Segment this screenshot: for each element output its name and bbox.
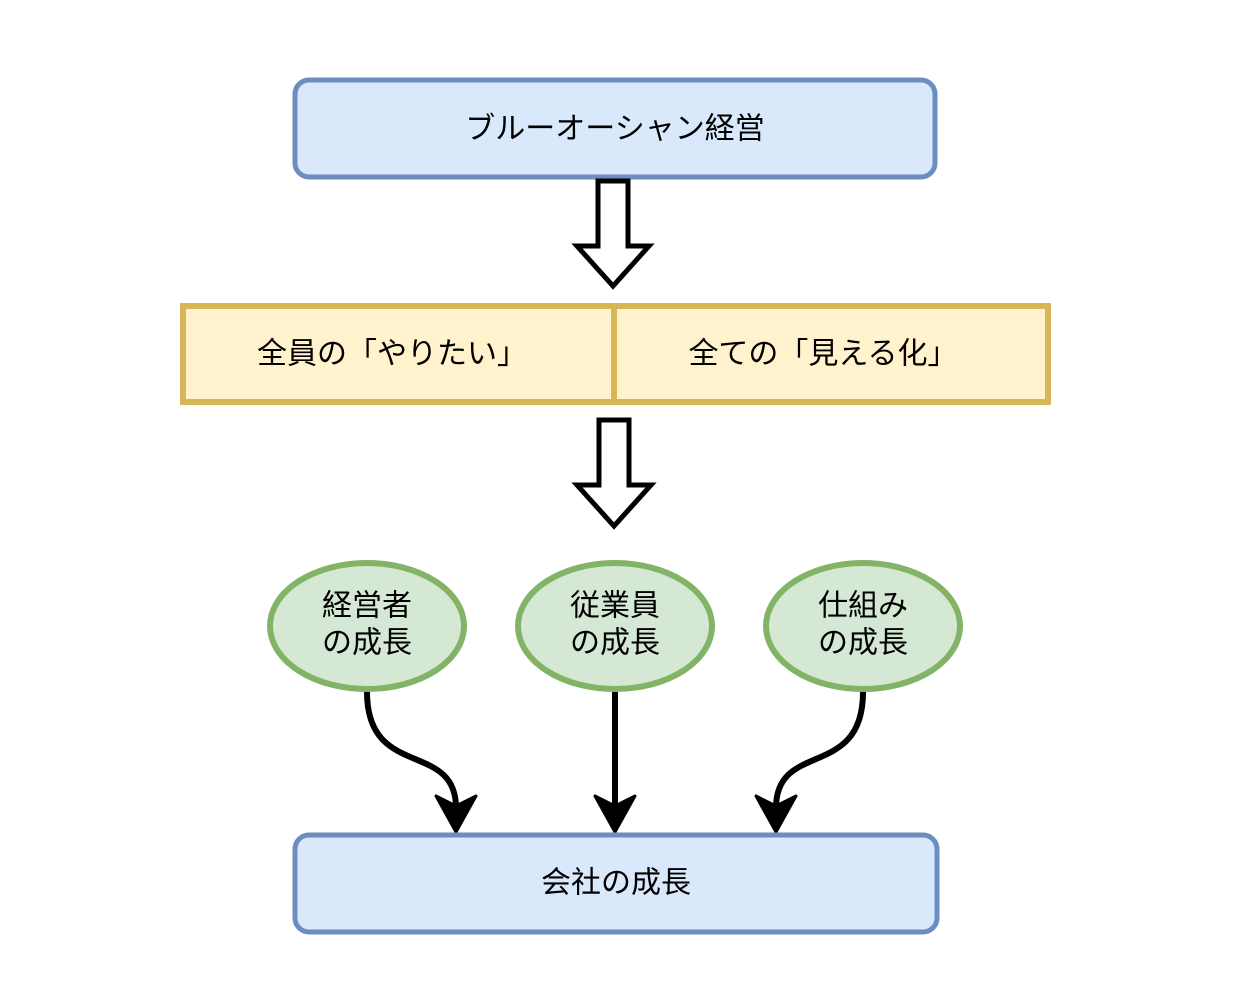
ellipse-node-executive-line1: 経営者 [322,589,412,624]
top-node-label: ブルーオーシャン経営 [465,112,764,147]
connector-left-line [364,691,459,809]
ellipse-node-system-shape [763,560,963,692]
hollow-arrow-2 [571,417,657,530]
ellipse-node-executive-line2: の成長 [322,626,412,661]
split-node: 全員の「やりたい」 全ての「見える化」 [180,303,1051,405]
hollow-arrow-1 [571,178,655,290]
ellipse-node-executive-shape [267,560,467,692]
split-node-right-box [611,303,1051,405]
connector-center [593,692,637,834]
ellipse-node-executive: 経営者 の成長 [267,560,467,692]
connector-right-line [773,691,866,809]
ellipse-node-system: 仕組み の成長 [763,560,963,692]
connector-right [754,691,866,834]
connector-left-arrowhead [434,794,478,834]
ellipse-node-system-line1: 仕組み [818,589,908,624]
bottom-node-box [292,832,940,935]
split-node-left-box [180,303,617,405]
connector-center-arrowhead [593,794,637,834]
split-node-right-label: 全ての「見える化」 [688,337,957,372]
top-node: ブルーオーシャン経営 [292,77,938,180]
split-node-left-label: 全員の「やりたい」 [257,337,527,372]
bottom-node: 会社の成長 [292,832,940,935]
connector-right-arrowhead [754,794,798,834]
ellipse-node-employee-shape [515,560,715,692]
ellipse-node-employee: 従業員 の成長 [515,560,715,692]
ellipse-node-employee-line2: の成長 [570,626,660,661]
bottom-node-label: 会社の成長 [541,866,691,901]
top-node-box [292,77,938,180]
ellipse-node-employee-line1: 従業員 [570,589,660,624]
connector-left [364,691,478,834]
ellipse-node-system-line2: の成長 [818,626,908,661]
